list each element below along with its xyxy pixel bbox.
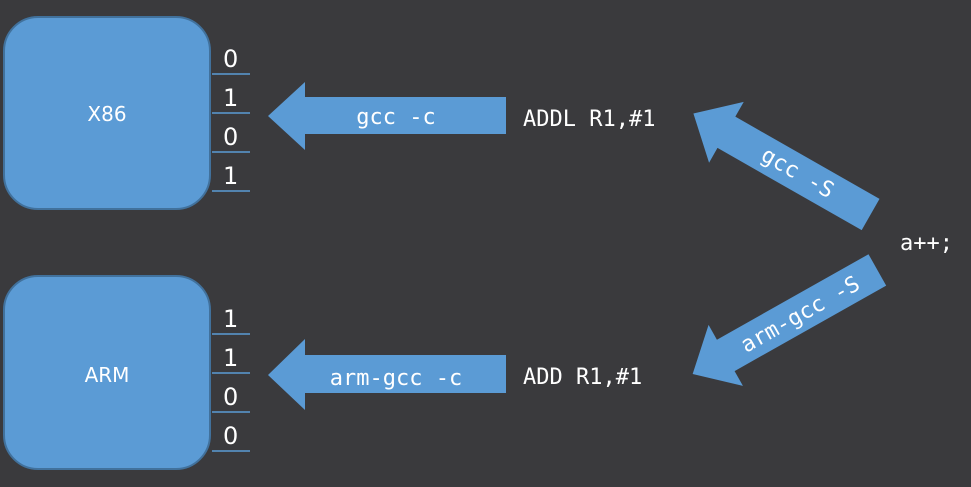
left-arrow-icon — [268, 82, 506, 150]
arm-box — [3, 275, 211, 470]
x86-bit: 0 — [223, 45, 238, 73]
x86-box — [3, 16, 211, 210]
arm-gcc-c-label: arm-gcc -c — [330, 366, 462, 391]
gcc-c-arrow: gcc -c — [268, 82, 506, 150]
arm-bit: 0 — [223, 383, 238, 411]
x86-bit: 1 — [223, 84, 238, 112]
arm-gcc-s-label: arm-gcc -S — [737, 272, 865, 359]
arm-label: ARM — [85, 363, 130, 387]
left-arrow-icon — [268, 339, 506, 410]
gcc-s-arrow: gcc -S — [693, 101, 880, 231]
x86-bit: 1 — [223, 162, 238, 190]
arm-bit: 0 — [223, 422, 238, 450]
arm-gcc-c-arrow: arm-gcc -c — [268, 339, 506, 410]
arm-asm-text: ADD R1,#1 — [523, 365, 642, 390]
arm-bit: 1 — [223, 305, 238, 333]
arm-group: ARM 1 1 0 0 — [3, 275, 250, 470]
source-code-text: a++; — [900, 231, 953, 256]
arm-bits: 1 1 0 0 — [212, 305, 250, 452]
x86-label: X86 — [87, 102, 126, 126]
gcc-c-label: gcc -c — [356, 105, 435, 130]
arm-gcc-s-arrow: arm-gcc -S — [692, 254, 887, 386]
x86-asm-text: ADDL R1,#1 — [523, 107, 655, 132]
x86-bit: 0 — [223, 123, 238, 151]
diagonal-arrow-icon — [693, 101, 880, 231]
x86-group: X86 0 1 0 1 — [3, 16, 250, 210]
arm-bit: 1 — [223, 344, 238, 372]
x86-bits: 0 1 0 1 — [212, 45, 250, 192]
diagonal-arrow-icon — [692, 254, 887, 386]
